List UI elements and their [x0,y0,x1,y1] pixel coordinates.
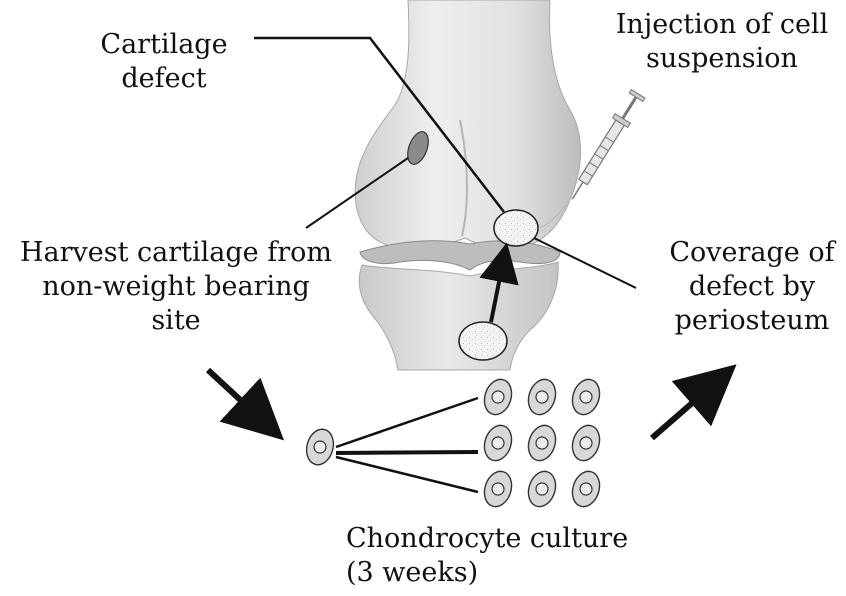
chondrocyte-cell [480,422,516,464]
coverage-label: Coverage of defect by periosteum [662,236,842,338]
harvest-label: Harvest cartilage from non-weight bearin… [6,236,346,338]
harvest-to-culture-arrow [208,370,262,420]
periosteum-graft [459,322,507,360]
periosteum-patch [494,210,538,246]
culture-to-coverage-arrow [652,384,714,438]
cartilage-defect-label: Cartilage defect [84,28,244,96]
chondrocyte-cell [568,422,604,464]
chondrocyte-cell [524,422,560,464]
chondrocyte-cell [568,468,604,510]
tibia-bone [359,262,558,370]
culture-label: Chondrocyte culture (3 weeks) [346,522,666,590]
chondrocyte-culture-grid [480,376,604,510]
knee-illustration [355,0,580,370]
femur-bone [355,0,580,249]
harvested-chondrocyte [303,426,337,468]
injection-label: Injection of cell suspension [606,8,838,76]
expansion-lines [336,398,478,492]
chondrocyte-cell [568,376,604,418]
chondrocyte-cell [524,376,560,418]
chondrocyte-cell [524,468,560,510]
meniscus [360,241,560,270]
chondrocyte-cell [480,376,516,418]
chondrocyte-cell [480,468,516,510]
